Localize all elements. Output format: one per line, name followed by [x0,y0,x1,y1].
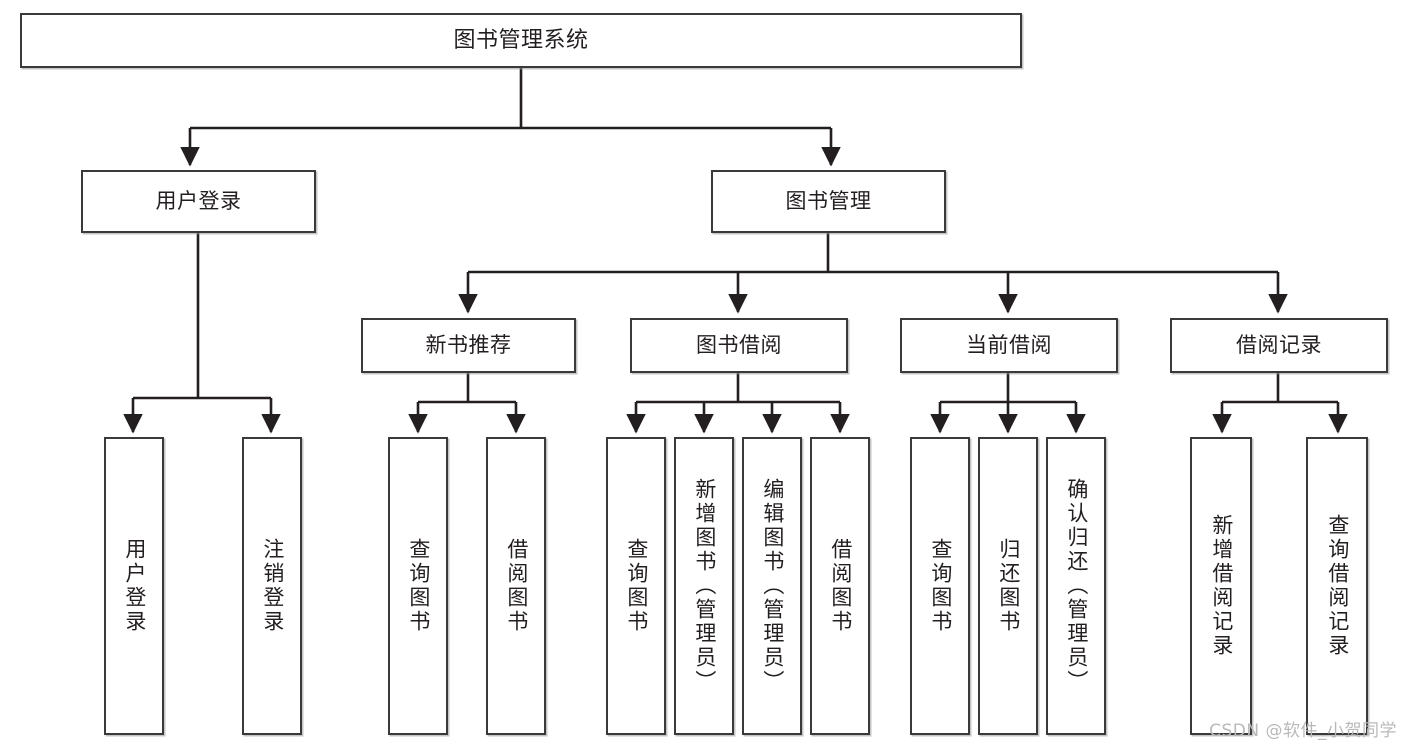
node-new-book-recommend[interactable]: 新书推荐 [361,318,576,373]
node-book-borrow-label: 图书借阅 [696,333,782,358]
node-current-borrow[interactable]: 当前借阅 [900,318,1118,373]
node-leaf-add-borrow-record-label: 新增借阅记录 [1209,514,1234,658]
node-leaf-logout-login[interactable]: 注销登录 [242,437,302,735]
watermark: CSDN @软件_小贺同学 [1209,721,1397,741]
node-leaf-borrow-book-2-label: 借阅图书 [828,538,853,634]
node-leaf-query-book-1[interactable]: 查询图书 [388,437,448,735]
node-leaf-add-borrow-record[interactable]: 新增借阅记录 [1190,437,1252,735]
node-leaf-query-book-3[interactable]: 查询图书 [910,437,970,735]
node-leaf-return-book-label: 归还图书 [996,538,1021,634]
node-leaf-return-book[interactable]: 归还图书 [978,437,1038,735]
node-current-borrow-label: 当前借阅 [966,333,1052,358]
node-leaf-add-book[interactable]: 新增图书（管理员） [674,437,734,735]
node-leaf-confirm-return-label: 确认归还（管理员） [1064,478,1089,694]
node-new-book-recommend-label: 新书推荐 [425,333,512,358]
node-book-borrow[interactable]: 图书借阅 [630,318,848,373]
node-leaf-add-book-label: 新增图书（管理员） [692,478,717,694]
node-leaf-user-login-label: 用户登录 [122,538,147,634]
node-leaf-edit-book-label: 编辑图书（管理员） [760,478,785,694]
node-borrow-record-label: 借阅记录 [1236,333,1322,358]
node-leaf-borrow-book-2[interactable]: 借阅图书 [810,437,870,735]
node-leaf-query-book-3-label: 查询图书 [928,538,953,634]
node-leaf-borrow-book-1-label: 借阅图书 [504,538,529,634]
node-root[interactable]: 图书管理系统 [20,13,1022,68]
node-user-login-label: 用户登录 [155,189,242,214]
node-leaf-edit-book[interactable]: 编辑图书（管理员） [742,437,802,735]
node-user-login[interactable]: 用户登录 [81,170,316,233]
node-book-manage-label: 图书管理 [785,189,872,214]
node-leaf-logout-login-label: 注销登录 [260,538,285,634]
node-leaf-borrow-book-1[interactable]: 借阅图书 [486,437,546,735]
node-leaf-query-borrow-record[interactable]: 查询借阅记录 [1306,437,1368,735]
node-leaf-confirm-return[interactable]: 确认归还（管理员） [1046,437,1106,735]
node-leaf-query-book-2-label: 查询图书 [624,538,649,634]
node-leaf-user-login[interactable]: 用户登录 [104,437,164,735]
node-leaf-query-borrow-record-label: 查询借阅记录 [1325,514,1350,658]
node-leaf-query-book-2[interactable]: 查询图书 [606,437,666,735]
node-borrow-record[interactable]: 借阅记录 [1170,318,1388,373]
node-root-label: 图书管理系统 [453,27,589,53]
node-leaf-query-book-1-label: 查询图书 [406,538,431,634]
node-book-manage[interactable]: 图书管理 [711,170,946,233]
